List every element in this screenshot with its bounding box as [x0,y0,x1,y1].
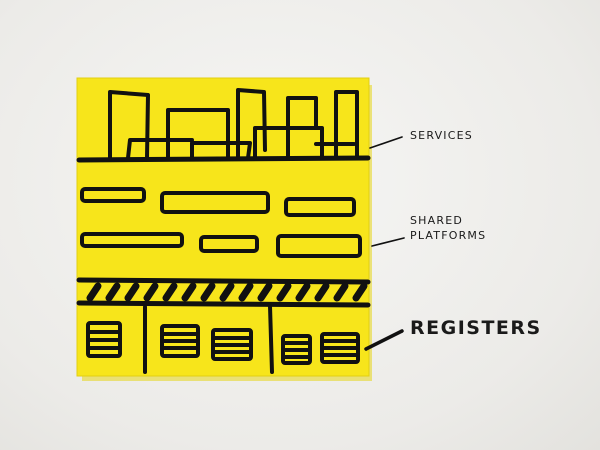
services-layer [108,88,359,160]
hatch-marks [86,282,368,302]
service-building-3 [166,108,230,160]
leader-lines [369,136,405,247]
shared-platforms-leader-line [371,237,405,247]
register-box-4 [281,334,312,365]
shared-platforms-layer [80,187,362,258]
service-building-1 [108,90,150,160]
platform-slab-6 [276,234,362,258]
hatched-band-top-line [76,277,371,285]
register-box-5 [320,332,360,364]
service-building-4 [190,141,252,160]
shared-label-line1: SHARED [410,214,463,227]
register-divider-2 [268,304,274,374]
hatched-band-bottom-line [76,300,371,308]
hatched-band [76,277,371,308]
services-label: SERVICES [410,129,473,142]
services-leader-line [369,136,403,149]
platform-slab-1 [80,187,146,203]
service-building-2 [126,138,194,160]
service-building-7 [286,96,318,160]
registers-label: REGISTERS [410,317,542,339]
platform-slab-2 [160,191,270,214]
platform-slab-3 [284,197,356,217]
service-building-5 [236,88,267,160]
register-box-2 [160,324,200,358]
services-divider [76,155,371,163]
registers-leader-line [364,329,404,351]
register-box-3 [211,328,253,361]
registers-layer [86,304,360,374]
platform-slab-5 [199,235,259,253]
service-building-8 [334,90,359,160]
platform-slab-4 [80,232,184,248]
register-box-1 [86,321,122,358]
shared-label-line2: PLATFORMS [410,229,486,242]
